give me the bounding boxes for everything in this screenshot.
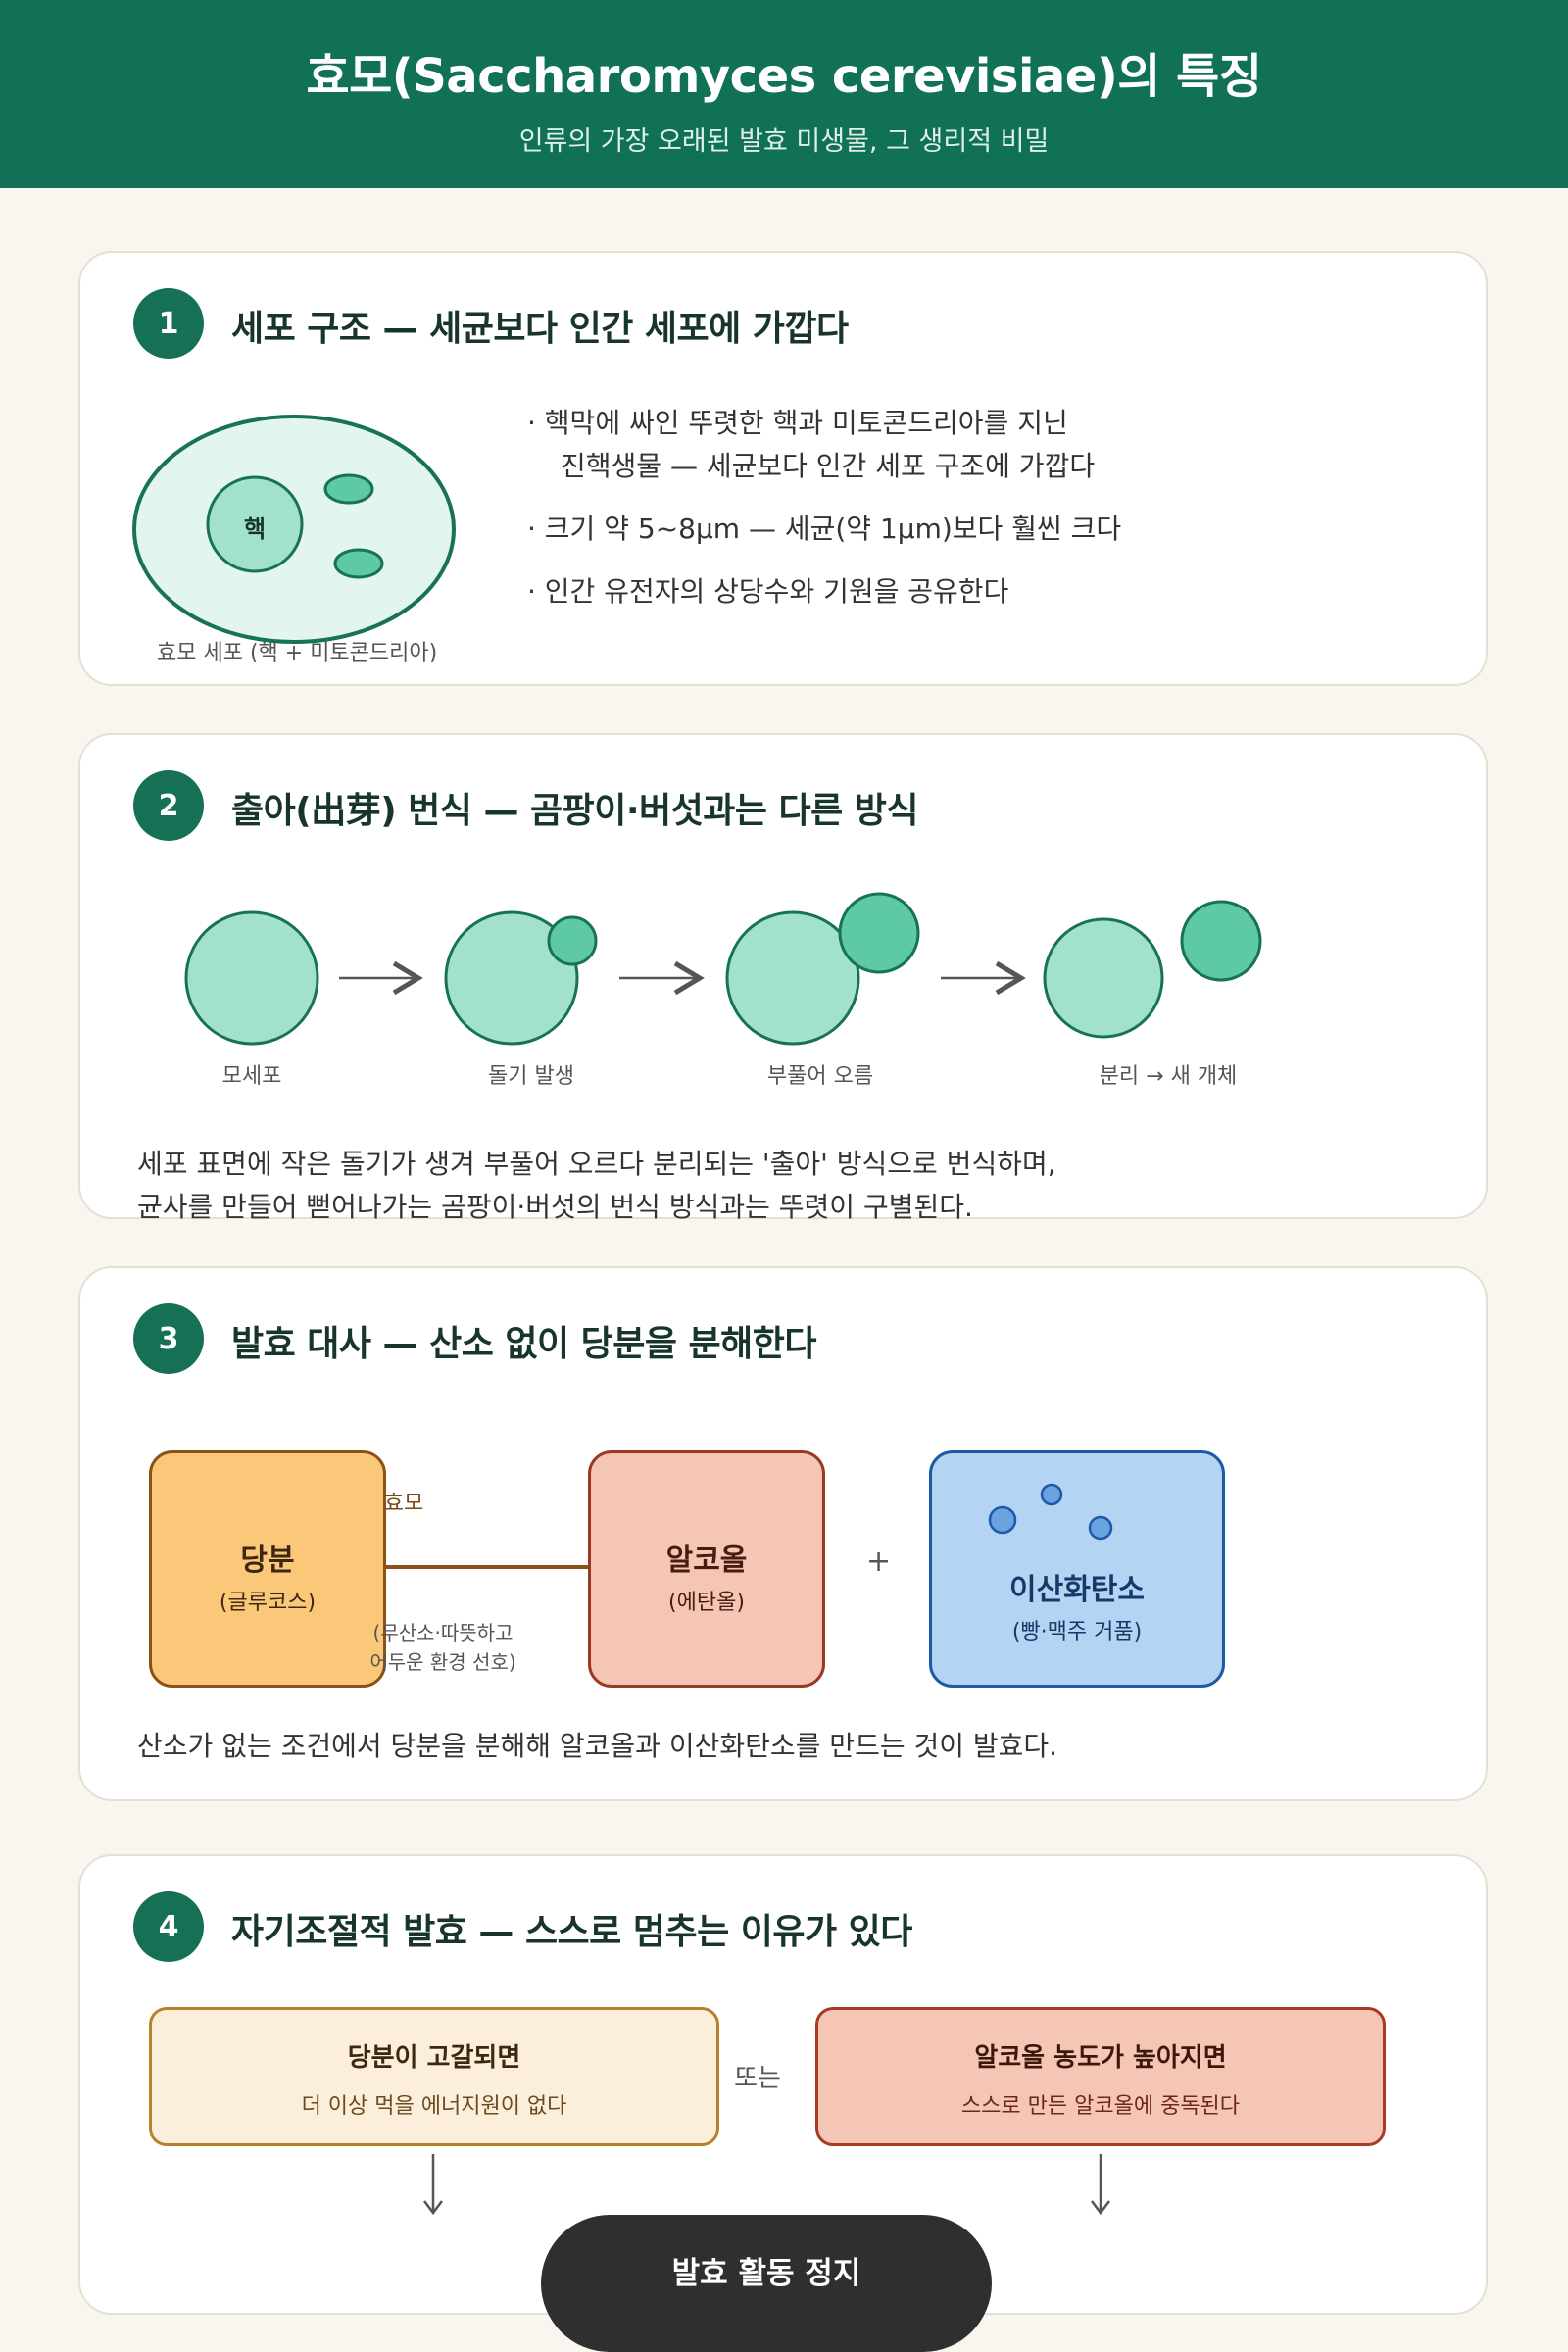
- sugar-box: 당분 (글루코스): [149, 1450, 386, 1688]
- condition-title: 당분이 고갈되면: [347, 2043, 521, 2073]
- alcohol-box: 알코올 (에탄올): [588, 1450, 825, 1688]
- co2-box: 이산화탄소 (빵·맥주 거품): [929, 1450, 1225, 1688]
- page-subtitle: 인류의 가장 오래된 발효 미생물, 그 생리적 비밀: [518, 126, 1050, 157]
- mother-cell: [444, 910, 579, 1046]
- nucleus-label: 핵: [243, 515, 267, 543]
- condition-subtitle: 더 이상 먹을 에너지원이 없다: [301, 2094, 567, 2119]
- sugar-title: 당분: [240, 1544, 295, 1578]
- section-number-badge: 4: [133, 1891, 204, 1962]
- bud: [547, 915, 598, 966]
- stage-label: 돌기 발생: [488, 1064, 574, 1089]
- sugar-subtitle: (글루코스): [219, 1591, 317, 1615]
- co2-title: 이산화탄소: [1009, 1573, 1145, 1607]
- section-description: 세포 표면에 작은 돌기가 생겨 부풀어 오르다 분리되는 '출아' 방식으로 …: [137, 1148, 1056, 1180]
- section-number-badge: 3: [133, 1303, 204, 1374]
- nucleus: [206, 475, 304, 573]
- stage-label: 모세포: [221, 1064, 282, 1089]
- section-number-badge: 1: [133, 288, 204, 359]
- stage-label: 분리 → 새 개체: [1099, 1064, 1238, 1089]
- fermentation-stop-badge: 발효 활동 정지: [541, 2215, 992, 2352]
- section-card-fermentation: 3 발효 대사 — 산소 없이 당분을 분해한다 당분 (글루코스) 효모 (무…: [78, 1266, 1488, 1801]
- condition-note: 어두운 환경 선호): [369, 1650, 516, 1674]
- bullet-text: · 핵막에 싸인 뚜렷한 핵과 미토콘드리아를 지닌: [527, 407, 1068, 439]
- plus-sign: +: [866, 1544, 892, 1579]
- fermentation-stop-label: 발효 활동 정지: [671, 2256, 861, 2291]
- section-title: 발효 대사 — 산소 없이 당분을 분해한다: [231, 1324, 817, 1364]
- alcohol-subtitle: (에탄올): [668, 1591, 745, 1615]
- new-cell: [1180, 900, 1262, 982]
- bud: [838, 892, 920, 974]
- section-number-badge: 2: [133, 770, 204, 841]
- page-header: 효모(Saccharomyces cerevisiae)의 특징 인류의 가장 …: [0, 0, 1568, 188]
- bullet-text: 진핵생물 — 세균보다 인간 세포 구조에 가깝다: [561, 450, 1096, 482]
- mother-cell: [725, 910, 860, 1046]
- arrow-down-icon: [423, 2154, 443, 2216]
- condition-sugar-depleted: 당분이 고갈되면 더 이상 먹을 에너지원이 없다: [149, 2007, 719, 2146]
- section-title: 출아(出芽) 번식 — 곰팡이·버섯과는 다른 방식: [231, 791, 919, 831]
- section-card-self-regulation: 4 자기조절적 발효 — 스스로 멈추는 이유가 있다 당분이 고갈되면 더 이…: [78, 1854, 1488, 2315]
- section-description: 산소가 없는 조건에서 당분을 분해해 알코올과 이산화탄소를 만드는 것이 발…: [137, 1730, 1058, 1762]
- mother-cell: [1043, 917, 1164, 1039]
- alcohol-title: 알코올: [665, 1544, 748, 1578]
- budding-process-diagram: [184, 892, 1262, 1046]
- arrow-down-icon: [1091, 2154, 1110, 2216]
- section-card-budding: 2 출아(出芽) 번식 — 곰팡이·버섯과는 다른 방식 모세포 돌기 발생 부…: [78, 733, 1488, 1223]
- section-card-cell-structure: 1 세포 구조 — 세균보다 인간 세포에 가깝다 핵 효모 세포 (핵 + 미…: [78, 251, 1488, 686]
- mitochondrion: [333, 548, 384, 579]
- section-title: 세포 구조 — 세균보다 인간 세포에 가깝다: [231, 309, 849, 349]
- co2-subtitle: (빵·맥주 거품): [1011, 1620, 1143, 1644]
- yeast-cell-diagram: [132, 415, 456, 644]
- bullet-text: · 크기 약 5~8μm — 세균(약 1μm)보다 훨씬 크다: [527, 513, 1122, 545]
- bubble-icon: [988, 1483, 1113, 1541]
- condition-subtitle: 스스로 만든 알코올에 중독된다: [960, 2094, 1241, 2119]
- stage-label: 부풀어 오름: [766, 1064, 874, 1089]
- mitochondrion: [323, 473, 374, 505]
- arrow-label: 효모: [383, 1492, 424, 1516]
- bullet-text: · 인간 유전자의 상당수와 기원을 공유한다: [527, 575, 1009, 608]
- page-title: 효모(Saccharomyces cerevisiae)의 특징: [306, 49, 1262, 104]
- condition-note: (무산소·따뜻하고: [372, 1621, 514, 1644]
- condition-title: 알코올 농도가 높아지면: [974, 2043, 1227, 2073]
- mother-cell: [184, 910, 319, 1046]
- or-label: 또는: [734, 2064, 781, 2093]
- section-description: 균사를 만들어 뻗어나가는 곰팡이·버섯의 번식 방식과는 뚜렷이 구별된다.: [137, 1191, 973, 1223]
- condition-alcohol-high: 알코올 농도가 높아지면 스스로 만든 알코올에 중독된다: [815, 2007, 1386, 2146]
- section-title: 자기조절적 발효 — 스스로 멈추는 이유가 있다: [231, 1912, 912, 1952]
- cell-diagram-caption: 효모 세포 (핵 + 미토콘드리아): [157, 641, 438, 665]
